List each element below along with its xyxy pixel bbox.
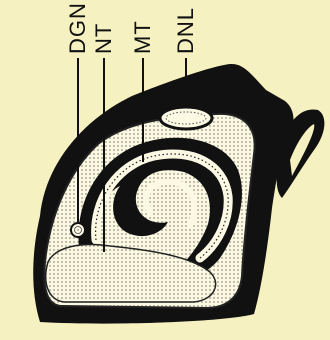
label-mt: MT	[130, 20, 155, 54]
dnl-structure	[160, 107, 212, 129]
label-dnl: DNL	[173, 7, 198, 54]
dgn-inner	[75, 227, 82, 234]
label-nt: NT	[91, 23, 116, 54]
label-dgn: DGN	[65, 2, 90, 54]
